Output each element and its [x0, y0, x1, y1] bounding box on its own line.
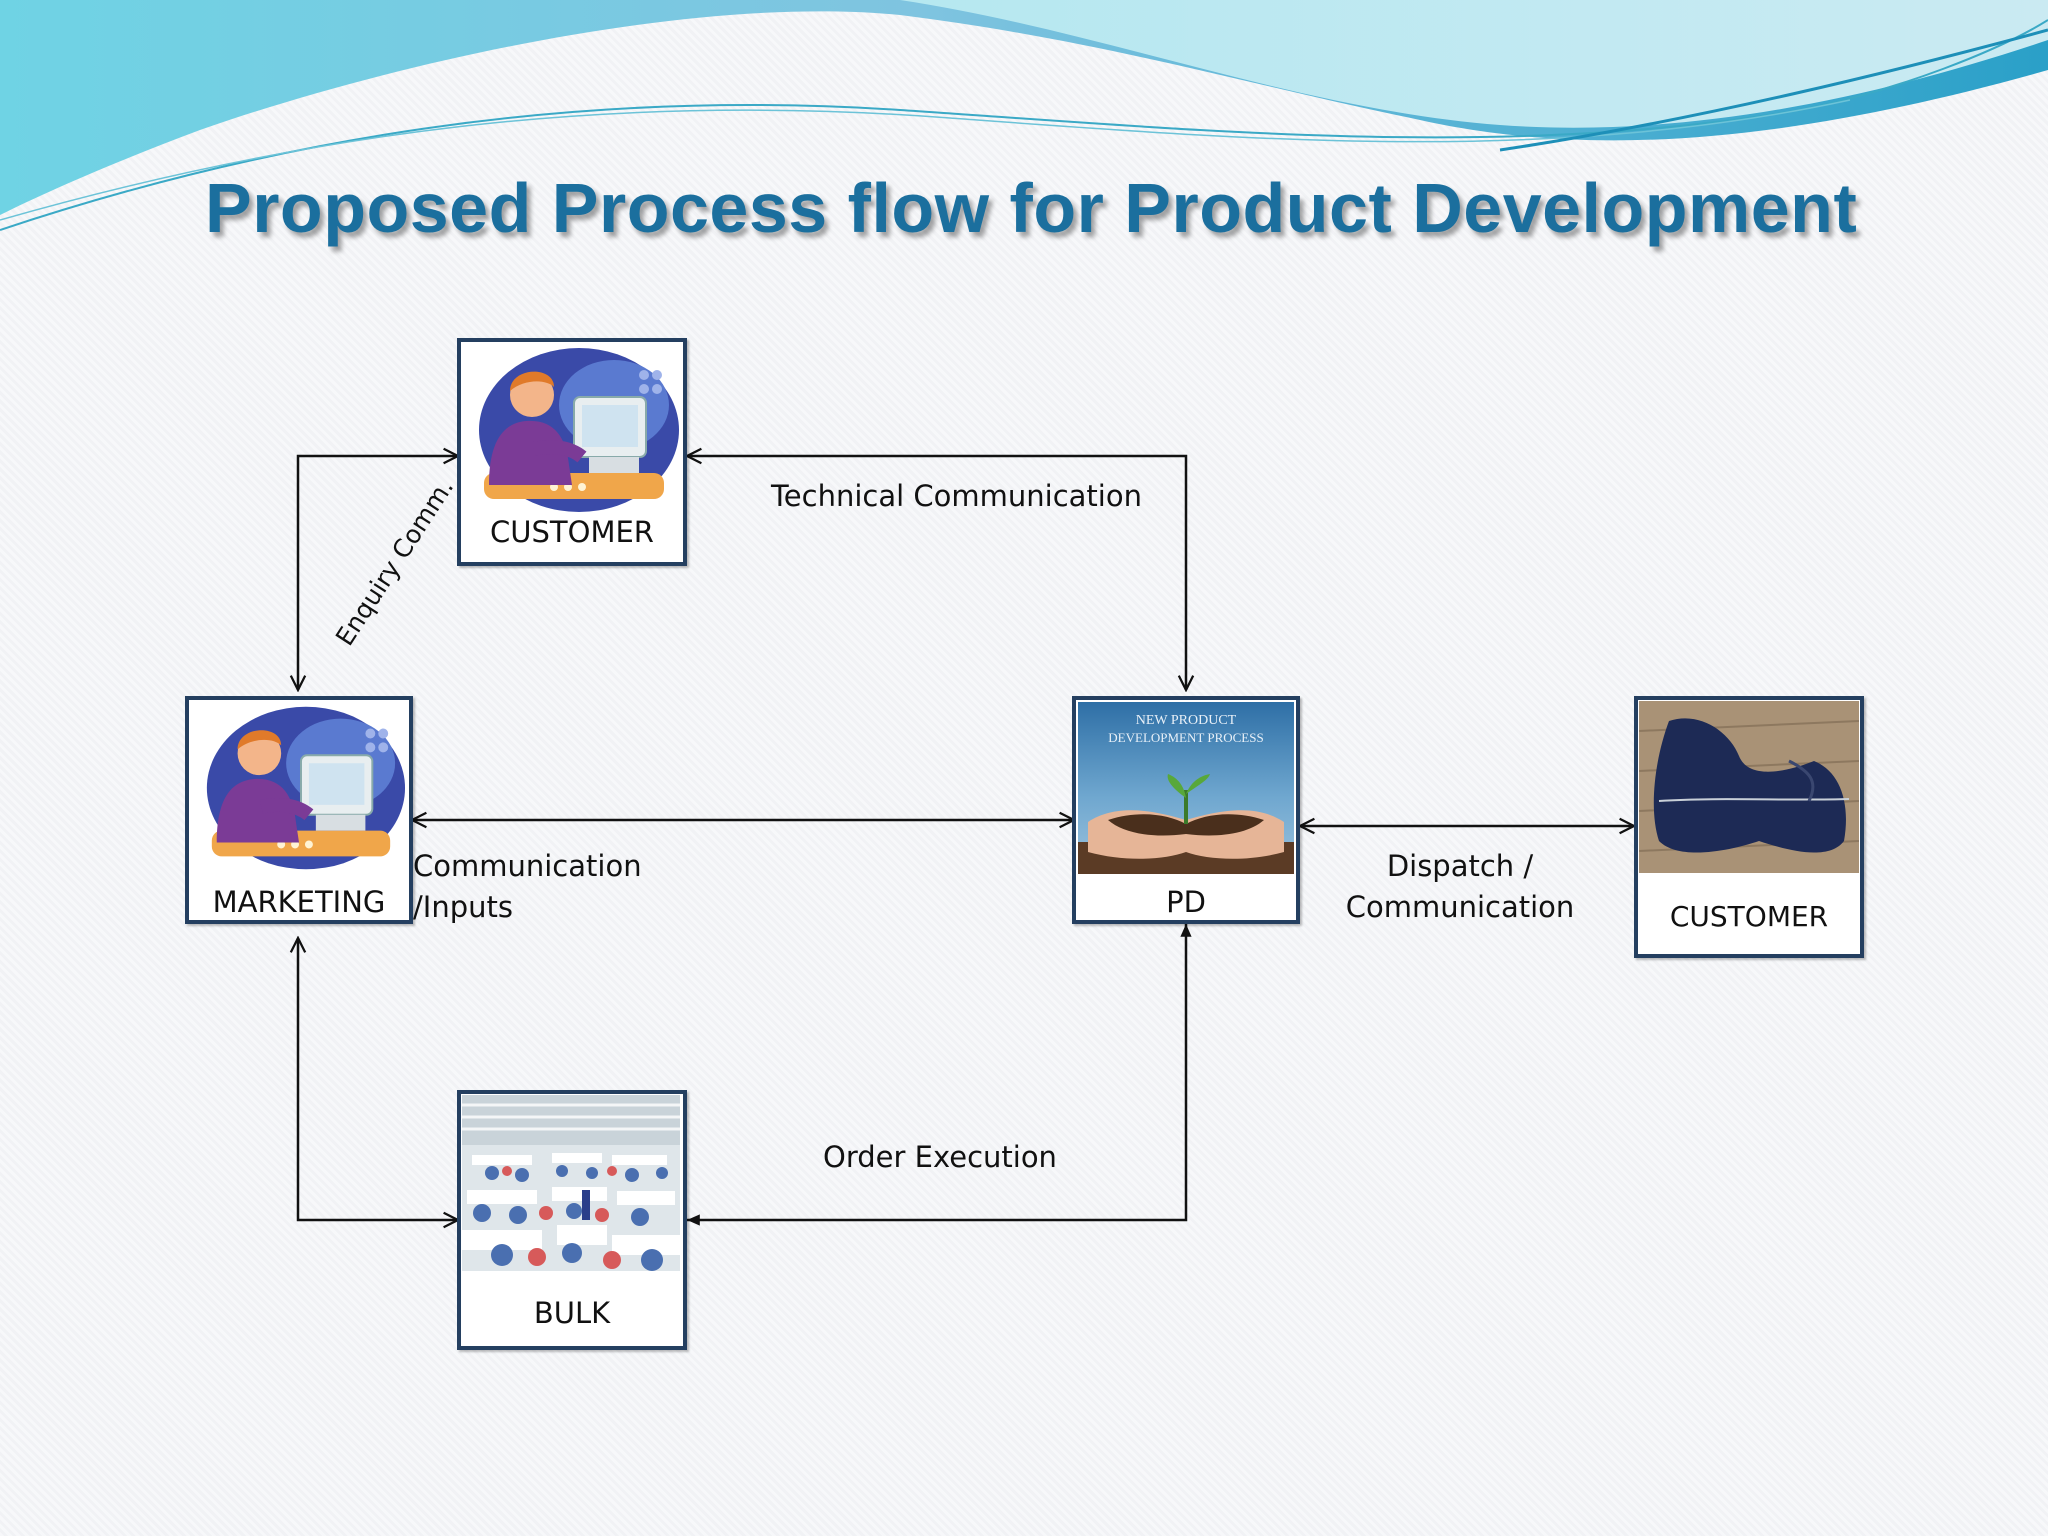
- customer-right-box: CUSTOMER: [1634, 696, 1864, 958]
- pd-photo-caption-line1: NEW PRODUCT: [1136, 713, 1237, 728]
- garment-photo: [1639, 701, 1859, 873]
- customer-right-label: CUSTOMER: [1669, 900, 1829, 933]
- customer-top-box: CUSTOMER: [457, 338, 687, 566]
- wave-header-decoration: [0, 0, 2048, 231]
- communication-inputs-label-line2: /Inputs: [413, 890, 513, 924]
- order-execution-connector: [687, 924, 1192, 1226]
- marketing-box: MARKETING: [185, 696, 413, 924]
- order-execution-label: Order Execution: [823, 1140, 1057, 1174]
- bulk-label: BULK: [533, 1296, 611, 1330]
- seedling-in-hands-photo: NEW PRODUCT DEVELOPMENT PROCESS: [1078, 702, 1294, 874]
- technical-connector: [687, 456, 1186, 690]
- enquiry-connector: [298, 456, 458, 690]
- slide-title: Proposed Process flow for Product Develo…: [205, 169, 1858, 247]
- pd-box: NEW PRODUCT DEVELOPMENT PROCESS PD: [1072, 696, 1300, 924]
- communication-inputs-label-line1: Communication: [413, 849, 642, 883]
- customer-top-label: CUSTOMER: [490, 515, 654, 549]
- bulk-marketing-connector: [298, 938, 458, 1220]
- person-at-computer-icon: [464, 345, 682, 515]
- bulk-box: BULK: [457, 1090, 687, 1350]
- marketing-label: MARKETING: [212, 885, 386, 919]
- person-at-computer-icon: [192, 703, 408, 873]
- technical-communication-label: Technical Communication: [771, 479, 1142, 513]
- factory-floor-photo: [462, 1095, 680, 1271]
- dispatch-label-line1: Dispatch /: [1386, 849, 1534, 883]
- pd-photo-caption-line2: DEVELOPMENT PROCESS: [1108, 730, 1263, 745]
- pd-label: PD: [1166, 885, 1206, 919]
- dispatch-label-line2: Communication: [1345, 890, 1575, 924]
